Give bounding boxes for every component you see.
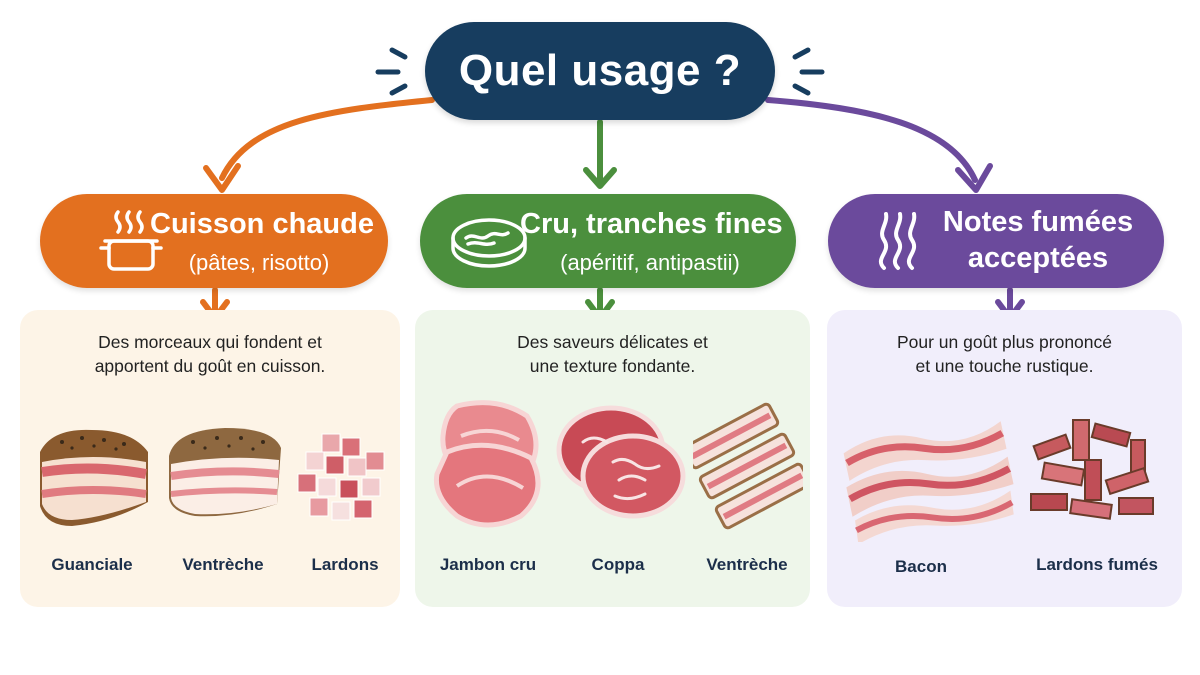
category-title: Cuisson chaude xyxy=(150,208,374,240)
coppa-image xyxy=(556,405,686,519)
guanciale-image xyxy=(40,429,148,526)
category-title-line1: Notes fumées xyxy=(942,206,1134,238)
category-title-line2: acceptées xyxy=(967,242,1109,274)
category-subtitle: (pâtes, risotto) xyxy=(188,250,330,275)
category-subtitle: (apéritif, antipastii) xyxy=(560,250,740,275)
item-label: Ventrèche xyxy=(706,555,788,574)
item-label: Coppa xyxy=(591,555,645,574)
panel-description: Des morceaux qui fondent et apportent du… xyxy=(94,332,326,376)
ventreche-slices-image xyxy=(693,402,803,530)
bacon-image xyxy=(843,421,1014,542)
lardons-fumes-image xyxy=(1030,419,1154,520)
panel-description: Des saveurs délicates et une texture fon… xyxy=(517,332,708,376)
category-pill-hot-cooking: Cuisson chaude (pâtes, risotto) xyxy=(40,194,388,288)
lardons-image xyxy=(297,433,385,521)
panel-hot-cooking: Des morceaux qui fondent et apportent du… xyxy=(20,310,400,607)
title-pill: Quel usage ? xyxy=(425,22,775,120)
item-label: Guanciale xyxy=(51,555,133,574)
item-label: Bacon xyxy=(895,557,947,576)
item-label: Jambon cru xyxy=(439,555,537,574)
page-title: Quel usage ? xyxy=(458,46,742,95)
smoke-icon xyxy=(878,212,917,270)
category-title: Cru, tranches fines xyxy=(520,208,783,240)
meat-slice-icon xyxy=(451,218,527,268)
ventreche-image xyxy=(169,428,281,517)
category-pill-smoked-notes: Notes fumées acceptées xyxy=(828,194,1164,288)
item-label: Lardons xyxy=(311,555,379,574)
panel-smoked-notes: Pour un goût plus prononcé et une touche… xyxy=(827,310,1182,607)
category-pill-raw-thin-slices: Cru, tranches fines (apéritif, antipasti… xyxy=(420,194,796,288)
panel-description: Pour un goût plus prononcé et une touche… xyxy=(896,332,1113,376)
item-label: Ventrèche xyxy=(182,555,264,574)
cooking-pot-icon xyxy=(99,210,163,271)
jambon-cru-image xyxy=(433,400,541,528)
panel-raw-thin-slices: Des saveurs délicates et une texture fon… xyxy=(415,310,810,607)
item-label: Lardons fumés xyxy=(1036,555,1158,574)
